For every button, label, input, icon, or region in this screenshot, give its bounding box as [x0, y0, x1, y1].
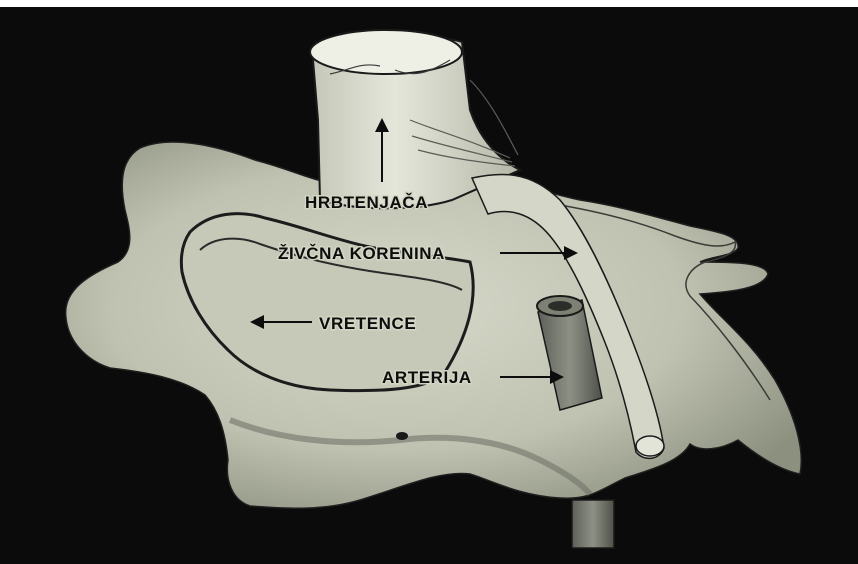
vertebra-foramen-hole: [396, 432, 408, 440]
nerve-root-end: [636, 436, 664, 456]
label-vertebra: VRETENCE: [319, 314, 416, 333]
label-artery: ARTERIJA: [382, 368, 472, 387]
label-nerve-root: ŽIVČNA KORENINA: [278, 244, 445, 263]
label-spinal-cord: HRBTENJAČA: [305, 193, 428, 212]
artery-lumen: [548, 301, 572, 311]
artery-lower-segment: [572, 500, 614, 548]
top-margin: [0, 0, 858, 7]
spinal-cord-top: [310, 30, 462, 74]
